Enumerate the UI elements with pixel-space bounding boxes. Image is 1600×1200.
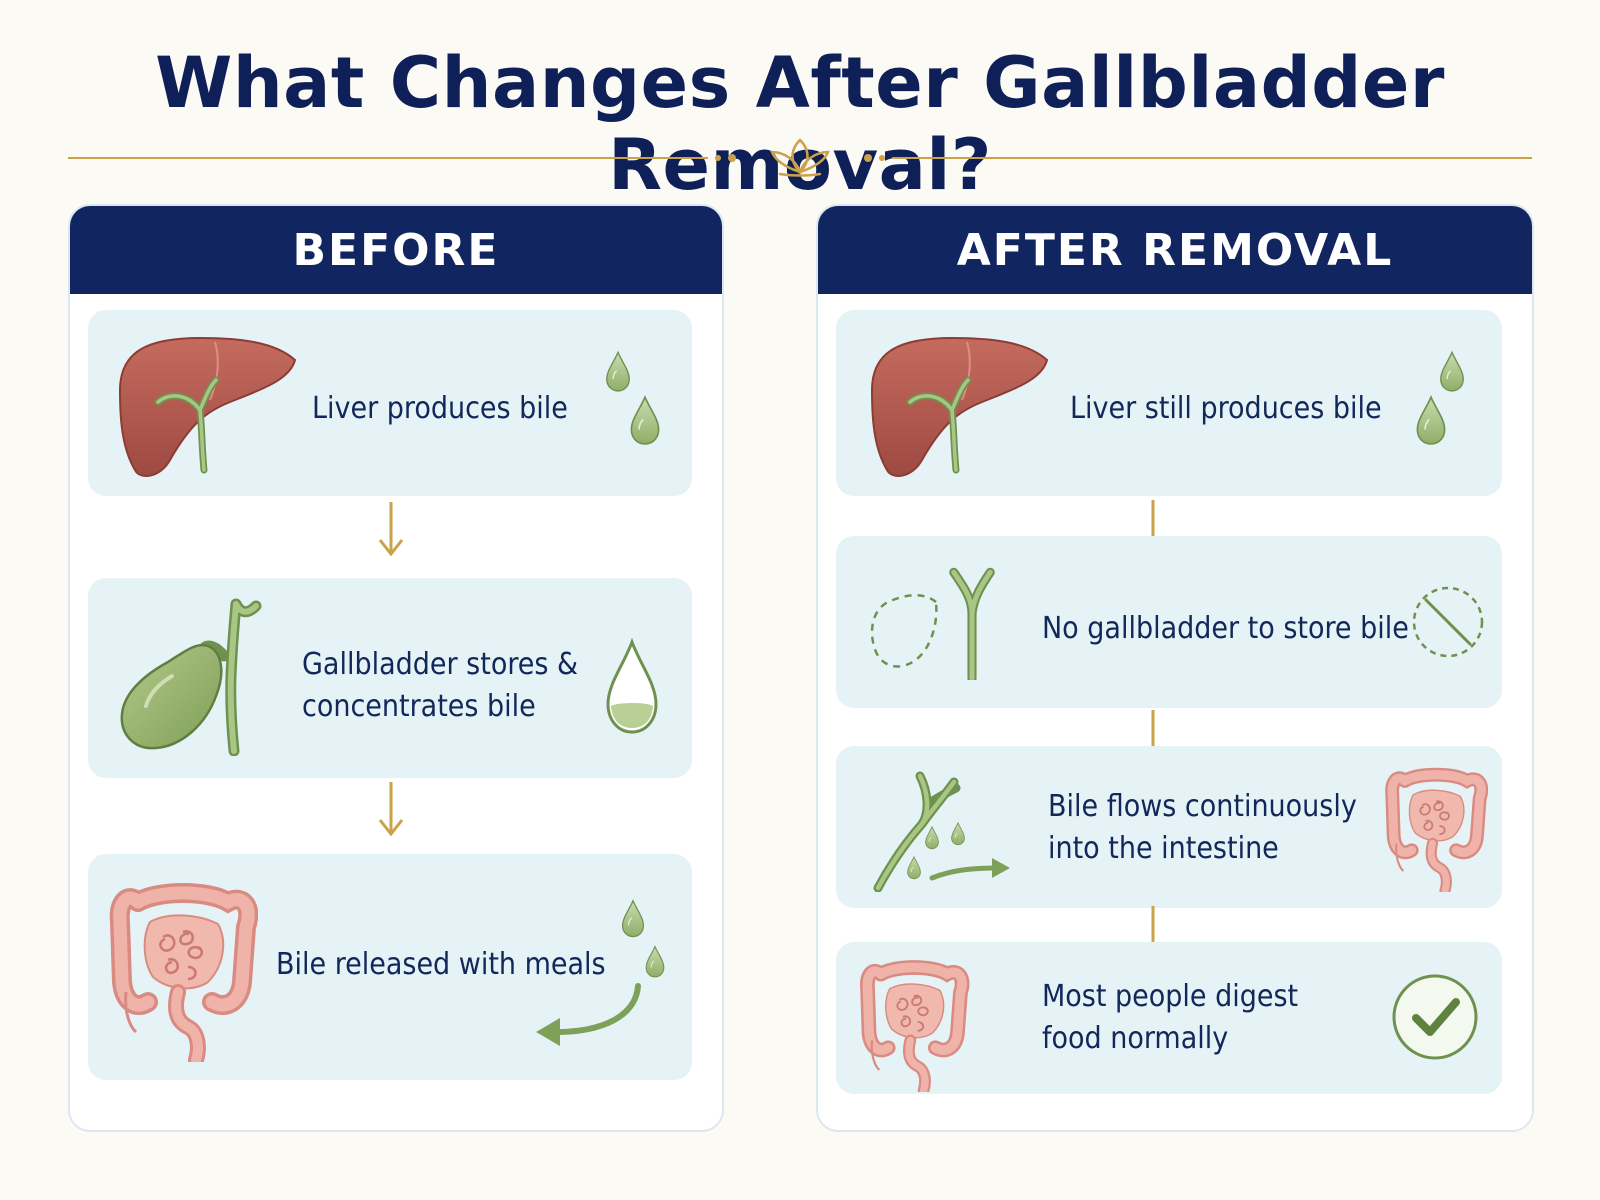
page-title: What Changes After Gallbladder Removal? <box>155 42 1445 206</box>
after-step-label: No gallbladder to store bile <box>1042 611 1409 646</box>
before-step-label: Liver produces bile <box>312 391 568 426</box>
before-step-label: Gallbladder stores & concentrates bile <box>302 647 579 724</box>
lotus-icon <box>770 138 830 177</box>
title-divider <box>68 138 1532 177</box>
bile-drops-icon <box>606 351 660 445</box>
after-step-label: Liver still produces bile <box>1070 391 1382 426</box>
after-step-no-gallbladder: No gallbladder to store bile <box>836 536 1502 708</box>
check-circle-icon <box>1392 974 1478 1060</box>
half-full-drop-icon <box>606 638 658 734</box>
liver-icon <box>110 330 300 480</box>
flow-arrow-icon <box>378 502 404 557</box>
before-step-label: Bile released with meals <box>276 947 606 982</box>
after-step-label: Most people digest food normally <box>1042 979 1299 1056</box>
after-header: AFTER REMOVAL <box>818 206 1532 294</box>
before-step-intestine: Bile released with meals <box>88 854 692 1080</box>
before-panel: BEFORE Liver produces bile Gallbladder s… <box>68 204 724 1132</box>
bile-drops-icon <box>1416 351 1464 445</box>
after-step-liver: Liver still produces bile <box>836 310 1502 496</box>
intestine-icon <box>108 872 258 1062</box>
intestine-icon <box>858 952 970 1092</box>
bile-duct-flow-icon <box>873 771 1010 892</box>
liver-icon <box>862 330 1052 480</box>
before-step-gallbladder: Gallbladder stores & concentrates bile <box>88 578 692 778</box>
after-step-label: Bile flows continuously into the intesti… <box>1048 789 1357 866</box>
drops-curved-arrow-icon <box>536 900 665 1046</box>
after-panel: AFTER REMOVAL Liver still produces bile … <box>816 204 1534 1132</box>
intestine-icon <box>1384 760 1488 892</box>
after-step-digest: Most people digest food normally <box>836 942 1502 1094</box>
after-step-bile-flow: Bile flows continuously into the intesti… <box>836 746 1502 908</box>
missing-gallbladder-icon <box>870 562 1006 682</box>
before-step-liver: Liver produces bile <box>88 310 692 496</box>
gallbladder-icon <box>120 598 262 756</box>
before-header: BEFORE <box>70 206 722 294</box>
flow-arrow-icon <box>378 782 404 837</box>
no-symbol-icon <box>1412 586 1484 658</box>
